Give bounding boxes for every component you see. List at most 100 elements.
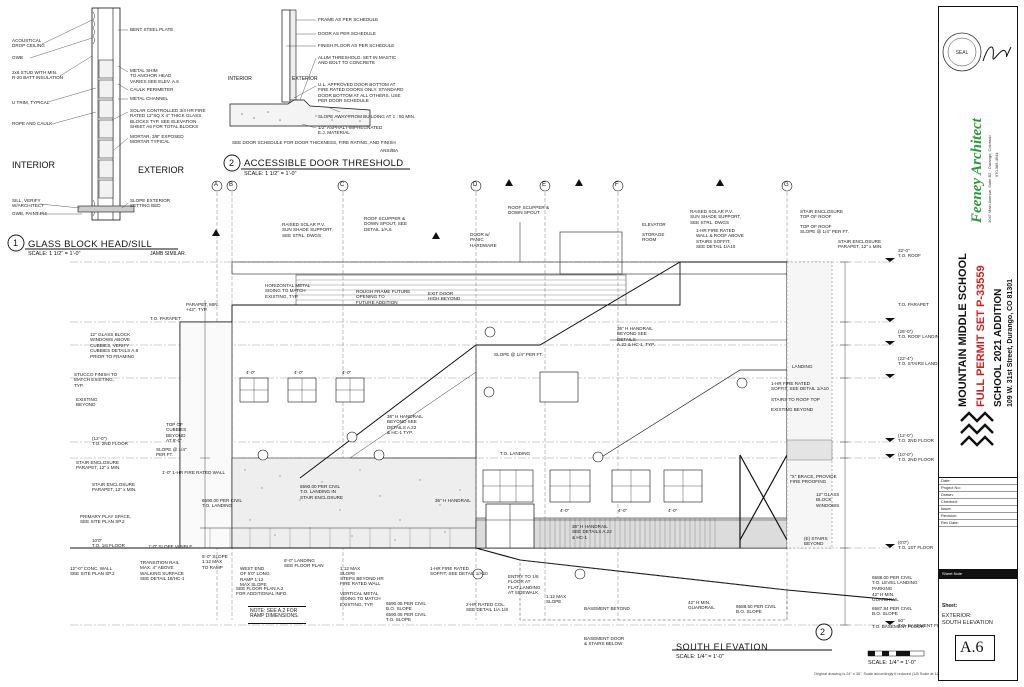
note-parapet-min: PARAPET, MIN. +42", TYP. xyxy=(186,302,219,313)
project-address: 109 W. 31st Street, Durango, CO 81301 xyxy=(1007,279,1014,407)
note-top-cubbies: TOP OF CUBBIES BEYOND AT 9'-0" xyxy=(166,422,187,444)
detail1-interior-label: INTERIOR xyxy=(12,160,56,170)
info-rows: Date: Project No: Drawn: Checked: Issue:… xyxy=(939,477,1017,527)
scale-bar-label: SCALE: 1/4" = 1'-0" xyxy=(868,660,916,666)
note-conc-wall: 12"-0" CONC. WALL SEE SITE PLAN SP.2 xyxy=(70,566,115,577)
elevation-scale: SCALE: 1/4" = 1'-0" xyxy=(676,654,724,660)
level-left-landing: 6590.00 PER CIVIL T.O. LANDING xyxy=(202,498,243,509)
detail2-note-door-bottom: U.L. APPROVED DOOR BOTTOM AT FIRE RATED … xyxy=(318,82,404,104)
level-left-slope: 1'-0" SLOPE VISIBLE xyxy=(148,544,193,549)
ramp-note: NOTE: SEE A.2 FOR RAMP DIMENSIONS. xyxy=(250,608,299,620)
threshold-section-drawing xyxy=(223,9,410,172)
level-stairs-landing: (22'-4") T.O. STAIRS LANDING xyxy=(898,356,946,367)
grid-lines xyxy=(216,192,788,620)
dim-window-6: 4'-0" xyxy=(560,508,570,513)
note-elevator: ELEVATOR xyxy=(642,222,666,227)
detail1-number: 1 xyxy=(13,238,19,248)
detail1-note-sill: SILL, VERIFY W/ARCHITECT xyxy=(12,198,44,209)
signature-icon xyxy=(982,46,1012,62)
level-left-2nd-floor: (12'-0") T.O. 2ND FLOOR xyxy=(92,436,128,447)
note-glass-block-right: 12" GLASS BLOCK WINDOWS xyxy=(816,492,840,508)
detail1-scale: SCALE: 1 1/2" = 1'-0" xyxy=(28,251,81,257)
note-transition-rail: TRANSITION RAIL MAX. 4" ABOVE WALKING SU… xyxy=(140,560,185,582)
note-glass-block-windows: 12" GLASS BLOCK WINDOWS ABOVE CUBBIES, V… xyxy=(90,332,139,359)
note-to-slope-1: 6590.05 PER CIVIL T.O. SLOPE xyxy=(386,612,427,623)
school-logo-icon xyxy=(960,411,994,447)
note-to-landing: T.O. LANDING xyxy=(500,451,531,456)
level-2nd-floor-b: (10'-0") T.O. 2ND FLOOR xyxy=(898,452,934,463)
note-basement-door: BASEMENT DOOR & STAIRS BELOW xyxy=(584,636,625,647)
note-top-roof: TOP OF ROOF SLOPE @ 1/4" PER FT. xyxy=(800,224,849,235)
detail1-jamb-note: JAMB SIMILAR. xyxy=(150,251,187,257)
note-stucco: STUCCO FINISH TO MATCH EXISTING, TYP. xyxy=(74,372,118,388)
note-panic-door: DOOR w/ PANIC HARDWARE xyxy=(470,232,497,248)
info-row-project-no: Project No: xyxy=(939,485,1017,492)
note-scupper-2: ROOF SCUPPER & DOWN SPOUT xyxy=(508,205,550,216)
detail1-note-utrim: U TRIM, TYPICAL xyxy=(12,100,50,105)
title-block: SEAL Feeney Architect 1047 Main Avenue, … xyxy=(938,6,1018,681)
project-subtitle: SCHOOL 2021 ADDITION xyxy=(993,288,1004,407)
detail1-note-rope: ROPE AND CAULK xyxy=(12,121,53,126)
info-row-issue: Issue: xyxy=(939,506,1017,513)
dim-window-3: 4'-0" xyxy=(342,370,352,375)
note-max-slope-2: 1:12 MAX SLOPE xyxy=(546,594,567,605)
note-rough-frame: ROUGH FRAME FUTURE OPENING TO FUTURE ADD… xyxy=(356,289,411,305)
note-pv-west: RAISED SOLAR P.V. SUN SHADE SUPPORT, SEE… xyxy=(282,222,333,238)
grid-bubble-a: A xyxy=(214,182,219,188)
note-stair-parapet-top: STAIR ENCLOSURE PARAPET, 12" x MIN. xyxy=(838,239,883,250)
level-to-roof: 32'-0" T.O. ROOF xyxy=(898,248,921,259)
detail2-note-threshold: ALUM THRESHOLD. SET IN MASTIC AND BOLT T… xyxy=(318,55,397,66)
detail1-title: GLASS BLOCK HEAD/SILL xyxy=(28,239,153,250)
detail2-tag: ANSI/BA xyxy=(380,148,399,153)
scale-bar xyxy=(867,650,925,657)
note-fire-wall-roof: 1-HR FIRE RATED WALL & ROOF ABOVE STAIRS… xyxy=(696,228,744,250)
south-elevation-drawing xyxy=(70,179,925,657)
detail1-note-shim: METAL SHIM TO ANCHOR HEAD VARIES SEE ELE… xyxy=(130,68,179,84)
note-max-slope-1: 1:12 MAX SLOPE xyxy=(340,566,361,577)
note-storage: STORAGE ROOM xyxy=(642,232,665,243)
grid-bubble-circles xyxy=(211,180,793,192)
note-floor-plan-a2: SEE FLOOR PLAN A.2 FOR ADDITIONAL INFO. xyxy=(236,586,288,597)
level-left-fire-wall: 1'-0" 1-HR FIRE RATED WALL xyxy=(162,470,226,475)
detail2-note-floor: FINISH FLOOR AS PER SCHEDULE xyxy=(318,43,395,48)
detail1-note-mortar: MORTAR, 3/8" EXPOSED MORTAR TYPICAL xyxy=(130,134,184,145)
sheet-label: Sheet: xyxy=(942,603,958,609)
detail2-note-slope: SLOPE AWAY FROM BUILDING AT 1 : 50 MIN. xyxy=(318,114,416,119)
sheet-title: EXTERIOR: SOUTH ELEVATION xyxy=(942,613,993,626)
level-to-parapet: T.O. PARAPET xyxy=(898,302,929,307)
detail1-note-stud: 2x6 STUD WITH MIN. R-20 BATT INSULATION xyxy=(12,70,64,81)
note-exit-door: EXIT DOOR HIGH BEYOND xyxy=(428,291,461,302)
note-landing-floor-plan: 6'-0" LANDING SEE FLOOR PLAN xyxy=(284,558,324,569)
elevation-number: 2 xyxy=(820,627,826,637)
detail2-note-schedule: SEE DOOR SCHEDULE FOR DOOR THICKNESS, FI… xyxy=(232,140,396,145)
grid-bubble-e: E xyxy=(542,182,547,188)
note-to-parapet-left: T.O. PARAPET xyxy=(150,316,181,321)
info-row-checked: Checked: xyxy=(939,499,1017,506)
note-existing-beyond-left: EXISTING BEYOND xyxy=(76,397,98,408)
note-bo-slope-2: 6588.50 PER CIVIL B.O. SLOPE xyxy=(736,604,777,615)
note-soffit-upper: 1-HR FIRE RATED SOFFIT, SEE DETAIL 1/A10 xyxy=(771,381,829,392)
level-roof-landing: (26'-0") T.O. ROOF LANDING xyxy=(898,329,943,340)
elevation-title: SOUTH ELEVATION xyxy=(676,642,769,652)
note-x-brace: "X" BRACE, PROVIDE FIRE PROOFING xyxy=(790,474,837,485)
note-stair-roof: STAIR ENCLOSURE TOP OF ROOF xyxy=(800,209,844,220)
note-vertical-siding: VERTICAL METAL SIDING TO MATCH EXISTING,… xyxy=(340,591,381,607)
info-row-rev-date: Rev Date: xyxy=(939,520,1017,527)
sheet-number: A.6 xyxy=(960,639,984,656)
note-ramp-slope: 5'-0" SLOPE 1:12 MAX TO RAMP xyxy=(202,554,228,570)
note-level-landing: 6588.00 PER CIVIL T.O. LEVEL LANDING PAR… xyxy=(872,575,918,591)
note-landing: LANDING xyxy=(792,364,813,369)
detail2-interior-label: INTERIOR xyxy=(228,76,252,82)
level-left-1st-floor: 10'0" T.O. 1st FLOOR xyxy=(92,538,125,549)
dim-window-4: 4'-0" xyxy=(618,508,628,513)
detail2-note-door: DOOR AS PER SCHEDULE xyxy=(318,31,376,36)
detail1-note-bent-plate: BENT STEEL PLATE xyxy=(130,27,174,32)
grid-bubble-c: C xyxy=(340,182,345,188)
detail1-note-ceiling: ACOUSTICAL DROP CEILING xyxy=(12,38,45,49)
note-stairs-roof-top: STAIRS TO ROOF TOP xyxy=(771,397,820,402)
architect-seal-icon: SEAL xyxy=(942,32,982,72)
grid-bubble-g: G xyxy=(784,182,789,188)
note-2hr-column: 2-HR RATED COL. SEE DETAIL 1/A.1/8 xyxy=(466,602,508,613)
note-guardrail-2: 42" H MIN. GUARDRAIL xyxy=(872,592,899,603)
note-steps-beyond: STEPS BEYOND HR FIRE RATED WALL xyxy=(340,576,384,587)
